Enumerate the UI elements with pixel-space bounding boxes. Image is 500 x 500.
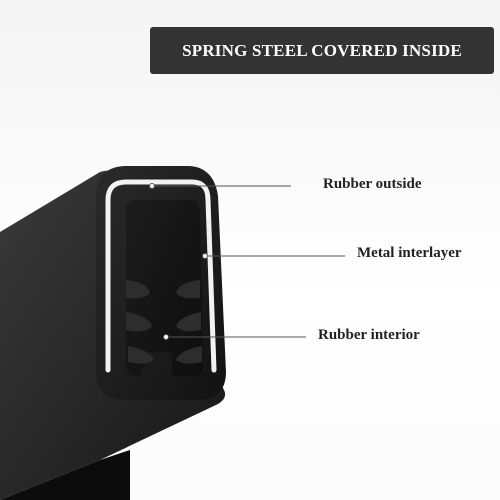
callout-dots xyxy=(149,183,208,340)
callout-dot-metal-interlayer xyxy=(202,253,208,259)
trim-inner-cavity xyxy=(126,200,203,376)
callout-lines xyxy=(152,185,345,338)
grip-fins xyxy=(126,280,202,364)
banner-title: SPRING STEEL COVERED INSIDE xyxy=(182,40,462,60)
trim-bottom-edge xyxy=(0,450,130,500)
callout-dot-rubber-interior xyxy=(163,334,169,340)
title-banner: SPRING STEEL COVERED INSIDE xyxy=(150,27,494,74)
label-rubber-interior: Rubber interior xyxy=(318,327,420,343)
label-metal-interlayer: Metal interlayer xyxy=(357,245,462,261)
label-rubber-outside: Rubber outside xyxy=(323,176,422,192)
callout-dot-rubber-outside xyxy=(149,183,155,189)
metal-interlayer-core xyxy=(105,179,217,373)
